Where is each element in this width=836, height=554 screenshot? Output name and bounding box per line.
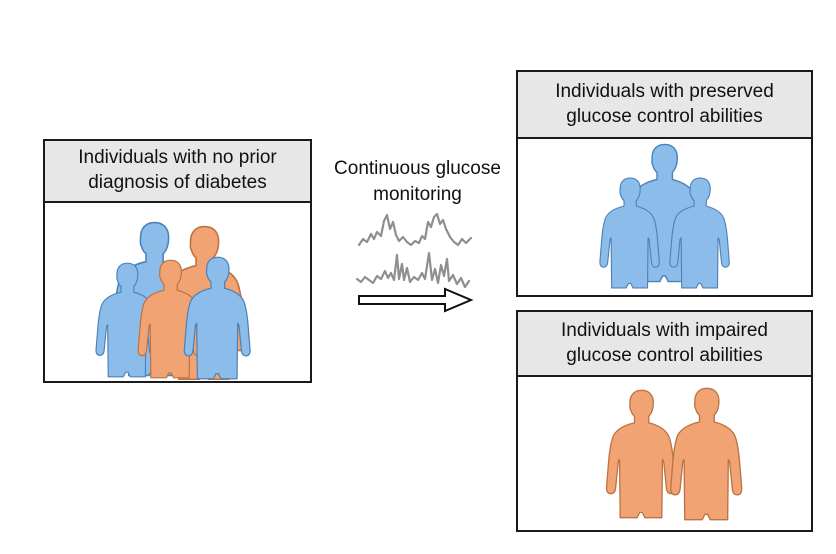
- glucose-trace-top-icon: [357, 212, 473, 247]
- preserved-box-header: Individuals with preserved glucose contr…: [518, 72, 811, 139]
- cohort-group-illustration: [95, 221, 251, 380]
- impaired-box-body: [518, 377, 811, 527]
- process-label: Continuous glucose monitoring: [334, 158, 501, 205]
- impaired-group-illustration: [605, 387, 743, 521]
- cohort-box: Individuals with no prior diagnosis of d…: [43, 139, 312, 383]
- person-silhouette-orange-icon: [669, 387, 743, 521]
- preserved-box-body: [518, 139, 811, 294]
- cohort-box-title: Individuals with no prior diagnosis of d…: [78, 147, 277, 193]
- person-silhouette-orange-icon: [605, 389, 677, 519]
- impaired-box-header: Individuals with impaired glucose contro…: [518, 312, 811, 377]
- preserved-group-illustration: [599, 143, 730, 289]
- flow-arrow-icon: [358, 287, 474, 313]
- impaired-box-title: Individuals with impaired glucose contro…: [561, 319, 768, 366]
- impaired-box: Individuals with impaired glucose contro…: [516, 310, 813, 532]
- preserved-box-title: Individuals with preserved glucose contr…: [555, 80, 774, 127]
- cohort-box-body: [45, 203, 310, 380]
- preserved-box: Individuals with preserved glucose contr…: [516, 70, 813, 297]
- glucose-traces-illustration: [355, 212, 473, 289]
- flow-arrow-shape: [358, 287, 474, 313]
- cohort-box-header: Individuals with no prior diagnosis of d…: [45, 141, 310, 203]
- glucose-trace-bottom-icon: [355, 251, 471, 289]
